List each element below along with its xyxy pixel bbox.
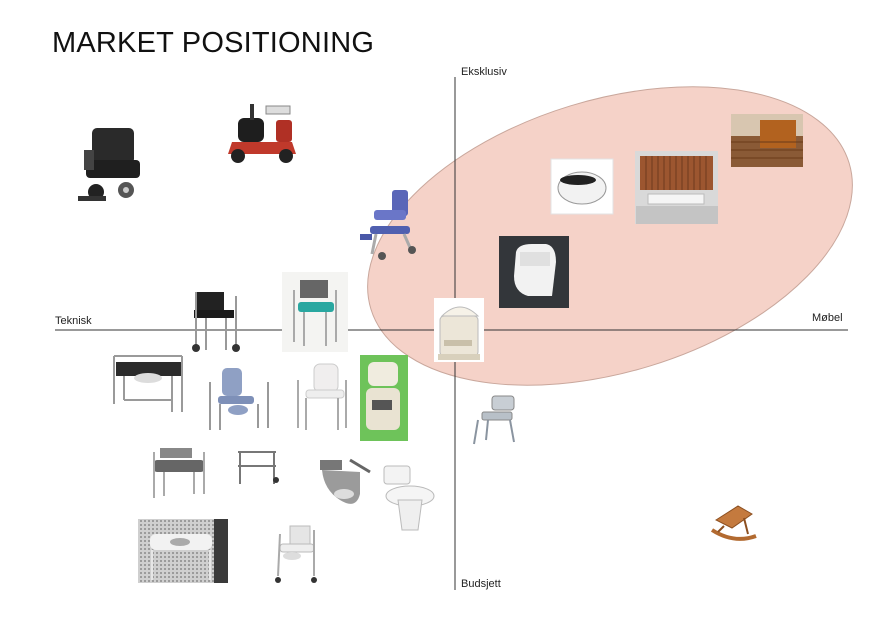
smart-toilet-icon bbox=[499, 236, 569, 308]
folding-commode-icon bbox=[153, 448, 205, 498]
toilet-icon bbox=[550, 158, 614, 215]
bariatric-commode-icon bbox=[113, 355, 183, 412]
bathroom-cabinet-icon bbox=[635, 151, 718, 224]
portable-toilet-icon bbox=[434, 298, 484, 362]
wheeled-commode-icon bbox=[275, 525, 317, 583]
axis-label-technical: Teknisk bbox=[55, 315, 92, 327]
shower-chair-icon bbox=[360, 190, 416, 260]
raised-seat-icon bbox=[320, 458, 371, 504]
shower-commode-icon bbox=[282, 272, 348, 352]
commode-chair-icon bbox=[192, 292, 240, 352]
commode-icon bbox=[297, 363, 347, 430]
exclusive-furniture-zone bbox=[367, 86, 853, 386]
composting-toilet-icon bbox=[360, 355, 408, 441]
axis-label-exclusive: Eksklusiv bbox=[461, 66, 507, 78]
rocking-stool-icon bbox=[710, 505, 757, 541]
toilet-icon bbox=[383, 465, 435, 531]
mobility-scooter-icon bbox=[228, 104, 296, 163]
power-wheelchair-icon bbox=[78, 128, 140, 201]
toilet-frame-icon bbox=[238, 451, 279, 484]
commode-icon bbox=[209, 368, 269, 430]
toilet-frame-icon bbox=[138, 519, 228, 583]
axis-label-furniture: Møbel bbox=[812, 312, 843, 324]
axis-label-budget: Budsjett bbox=[461, 578, 501, 590]
page-title: MARKET POSITIONING bbox=[52, 27, 375, 59]
shower-stool-icon bbox=[473, 395, 515, 445]
bench-icon bbox=[731, 114, 803, 167]
